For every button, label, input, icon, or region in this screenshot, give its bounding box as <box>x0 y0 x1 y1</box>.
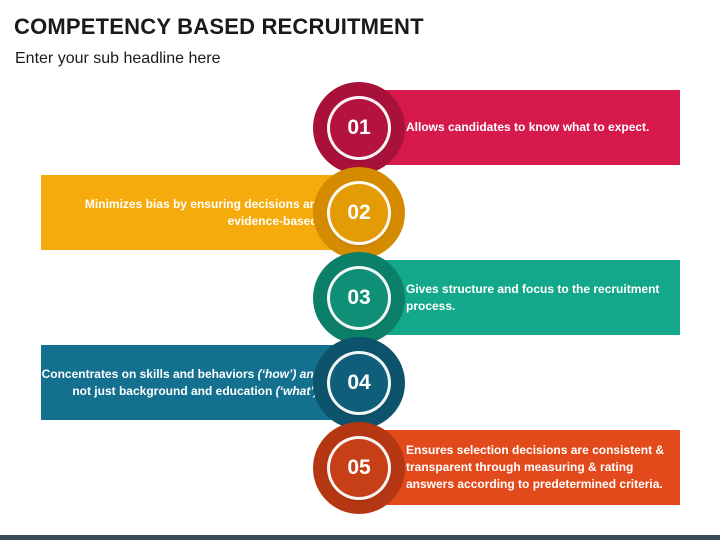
step-4-band: Concentrates on skills and behaviors (‘h… <box>41 345 361 420</box>
step-2-text: Minimizes bias by ensuring decisions are… <box>84 196 321 228</box>
step-3-band: Gives structure and focus to the recruit… <box>360 260 680 335</box>
step-4-text: Concentrates on skills and behaviors (‘h… <box>41 366 321 398</box>
step-3-text: Gives structure and focus to the recruit… <box>406 281 660 313</box>
step-5-text: Ensures selection decisions are consiste… <box>406 443 665 491</box>
step-2-number: 02 <box>347 201 371 224</box>
step-1-band: Allows candidates to know what to expect… <box>360 90 680 165</box>
step-2-number-badge: 02 <box>330 184 388 242</box>
page-title: COMPETENCY BASED RECRUITMENT <box>14 14 424 39</box>
step-5-number: 05 <box>347 456 371 479</box>
footer-bar <box>0 535 720 540</box>
page-subtitle: Enter your sub headline here <box>15 50 221 67</box>
step-5-number-badge: 05 <box>330 439 388 497</box>
step-2-band: Minimizes bias by ensuring decisions are… <box>41 175 361 250</box>
step-3-number-badge: 03 <box>330 269 388 327</box>
step-4-number-badge: 04 <box>330 354 388 412</box>
step-4-number: 04 <box>347 371 371 394</box>
step-5-band: Ensures selection decisions are consiste… <box>360 430 680 505</box>
step-3-number: 03 <box>347 286 371 309</box>
step-1-text: Allows candidates to know what to expect… <box>406 120 650 134</box>
step-1-number-badge: 01 <box>330 99 388 157</box>
step-1-number: 01 <box>347 116 371 139</box>
